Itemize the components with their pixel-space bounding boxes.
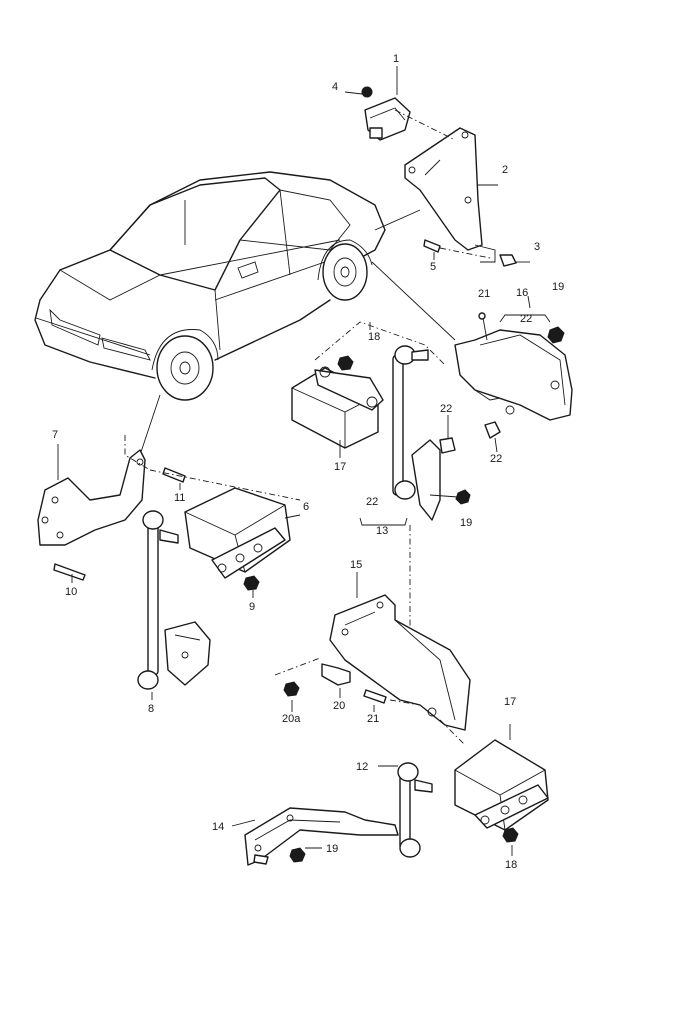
callout-15: 15	[350, 559, 362, 571]
front-left-sensor-group	[37, 435, 301, 700]
car-illustration	[34, 171, 456, 471]
callout-8: 8	[148, 703, 154, 715]
callout-21-top: 21	[478, 288, 490, 300]
rear-upper-sensor-group	[291, 295, 573, 640]
rear-lower-sensor-group	[231, 724, 549, 866]
callout-19-mid: 19	[460, 517, 472, 529]
callout-22-mid: 22	[440, 403, 452, 415]
callout-17-lower: 17	[504, 696, 516, 708]
callout-14: 14	[212, 821, 224, 833]
callout-7: 7	[52, 429, 58, 441]
callout-18-upper: 18	[368, 331, 380, 343]
callout-19-bottom: 19	[326, 843, 338, 855]
callout-17-upper: 17	[334, 461, 346, 473]
callout-21-lower: 21	[367, 713, 379, 725]
callout-10: 10	[65, 586, 77, 598]
callout-16: 16	[516, 287, 528, 299]
callout-12: 12	[356, 761, 368, 773]
callout-20a: 20a	[282, 713, 301, 725]
callout-19-top: 19	[552, 281, 564, 293]
callout-18-lower: 18	[505, 859, 517, 871]
front-sensor-bracket-group	[344, 66, 530, 267]
callout-4: 4	[332, 81, 338, 93]
callout-11: 11	[174, 492, 185, 504]
callout-5: 5	[430, 261, 436, 273]
callout-20: 20	[333, 700, 345, 712]
callout-3: 3	[534, 241, 540, 253]
callout-2: 2	[502, 164, 508, 176]
callout-9: 9	[249, 601, 255, 613]
callout-22-right: 22	[490, 453, 502, 465]
rear-lower-bracket-group	[274, 572, 471, 746]
callout-22-link: 22	[366, 496, 378, 508]
callout-1: 1	[393, 53, 399, 65]
callout-labels: 1 2 3 4 5 6 7 8 9 10 11 12 13 14 15 16 1…	[52, 53, 564, 871]
callout-6: 6	[303, 501, 309, 513]
callout-13: 13	[376, 525, 388, 537]
callout-22-top: 22	[520, 313, 532, 325]
